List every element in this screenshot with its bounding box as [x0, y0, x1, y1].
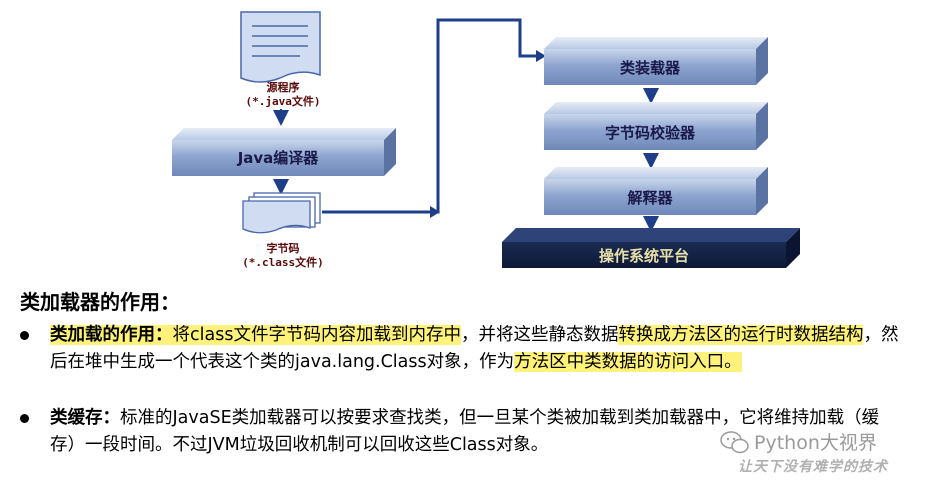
watermark-brand: Python大视界 [754, 432, 877, 454]
class-loader-label: 类装载器 [619, 59, 680, 77]
os-platform-label: 操作系统平台 [598, 247, 689, 265]
bytecode-label-line1: 字节码 [266, 242, 300, 255]
interpreter-label: 解释器 [627, 189, 673, 207]
bullet-class-cache-text: 类缓存：标准的JavaSE类加载器可以按要求查找类，但一旦某个类被加载到类加载器… [50, 405, 900, 459]
flow-diagram-svg [172, 11, 800, 268]
section-heading: 类加载器的作用： [20, 290, 180, 314]
connector-bytecode-to-loader [322, 18, 540, 214]
watermark-slogan: 让天下没有难学的技术 [738, 459, 888, 475]
bytecode-files-icon [242, 192, 321, 234]
source-label-line1: 源程序 [266, 81, 300, 94]
bytecode-label: 字节码 (*.class文件) [218, 242, 348, 270]
highlight-access-entry: 方法区中类数据的访问入口。 [514, 352, 742, 372]
jvm-flow-diagram: 源程序 (*.java文件) Java编译器 字节码 (*.class文件) 类… [172, 11, 800, 270]
highlight-load-to-memory: 将class文件字节码内容加载到内存中 [172, 325, 461, 345]
bytecode-verifier-box [544, 102, 768, 150]
bullet-dot [20, 414, 29, 423]
bytecode-verifier-label: 字节码校验器 [604, 124, 695, 142]
bullet-class-cache-body: 标准的JavaSE类加载器可以按要求查找类，但一旦某个类被加载到类加载器中，它将… [50, 408, 880, 455]
bytecode-label-line2: (*.class文件) [242, 256, 324, 269]
bullet-class-loading: 类加载的作用：将class文件字节码内容加载到内存中，并将这些静态数据转换成方法… [20, 322, 900, 376]
connector-arrowhead-loader [536, 50, 546, 62]
watermark: Python大视界 让天下没有难学的技术 [720, 428, 930, 480]
text-static-data: ，并将这些静态数据 [460, 325, 619, 345]
source-file-icon [240, 11, 321, 83]
interpreter-box [544, 167, 768, 215]
bullet-class-cache-title: 类缓存： [50, 408, 120, 428]
bullet-class-loading-text: 类加载的作用：将class文件字节码内容加载到内存中，并将这些静态数据转换成方法… [50, 322, 900, 376]
compiler-label: Java编译器 [237, 149, 319, 167]
os-platform-box [502, 228, 800, 268]
class-loader-box [544, 37, 768, 85]
wechat-icon [720, 431, 749, 454]
highlight-method-area-structure: 转换成方法区的运行时数据结构 [618, 325, 864, 345]
bullet-dot [20, 331, 29, 340]
source-label: 源程序 (*.java文件) [228, 81, 338, 109]
connector-arrowhead-bytecode [430, 206, 440, 218]
source-label-line2: (*.java文件) [245, 95, 321, 108]
text-generate-class-object: ，然后在堆中生成一个代表这个类的java.lang.Class对象，作为 [50, 325, 899, 372]
bullet-class-cache: 类缓存：标准的JavaSE类加载器可以按要求查找类，但一旦某个类被加载到类加载器… [20, 405, 900, 459]
compiler-box [172, 128, 396, 176]
bullet-class-loading-title: 类加载的作用： [50, 325, 173, 345]
